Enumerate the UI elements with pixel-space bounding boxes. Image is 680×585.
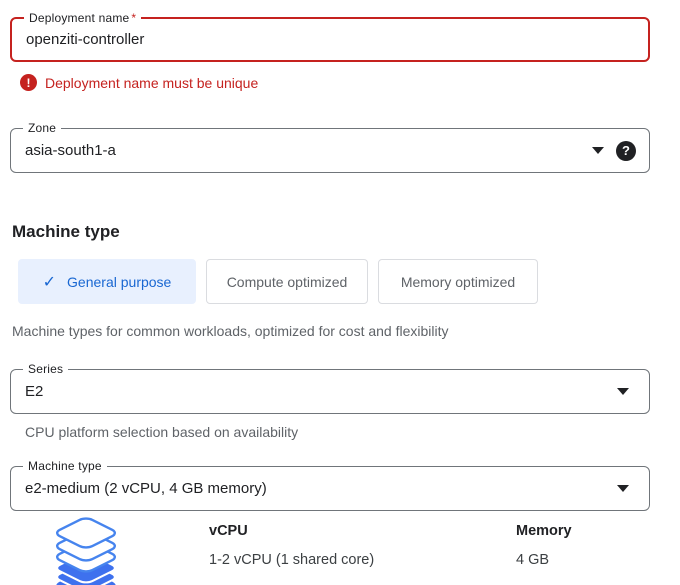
deployment-config-form: Deployment name* ! Deployment name must … [0, 10, 680, 585]
machine-type-value: e2-medium (2 vCPU, 4 GB memory) [25, 480, 267, 497]
error-icon: ! [20, 74, 37, 91]
vcpu-value: 1-2 vCPU (1 shared core) [209, 552, 375, 568]
deployment-name-label: Deployment name* [24, 10, 142, 26]
tab-memory-optimized[interactable]: Memory optimized [378, 259, 538, 304]
deployment-name-field[interactable]: Deployment name* [10, 10, 650, 62]
tab-general-purpose-label: General purpose [67, 273, 172, 290]
tab-compute-optimized[interactable]: Compute optimized [206, 259, 368, 304]
tab-general-purpose[interactable]: ✓ General purpose [18, 259, 196, 304]
vcpu-header: vCPU [209, 523, 248, 539]
series-label: Series [23, 361, 69, 377]
tab-memory-optimized-label: Memory optimized [400, 273, 516, 290]
error-message-text: Deployment name must be unique [45, 74, 259, 91]
vcpu-spec: vCPU 1-2 vCPU (1 shared core) [209, 523, 374, 568]
series-stack-icon [52, 515, 122, 585]
memory-value: 4 GB [516, 552, 550, 568]
machine-specs-row: vCPU 1-2 vCPU (1 shared core) Memory 4 G… [10, 515, 680, 585]
tab-compute-optimized-label: Compute optimized [226, 273, 348, 290]
required-asterisk: * [131, 11, 137, 25]
zone-value: asia-south1-a [25, 142, 116, 159]
deployment-name-error: ! Deployment name must be unique [20, 74, 680, 91]
machine-type-select[interactable]: Machine type e2-medium (2 vCPU, 4 GB mem… [10, 458, 650, 511]
machine-type-heading: Machine type [12, 222, 120, 241]
zone-select[interactable]: Zone asia-south1-a ? [10, 120, 650, 173]
series-helper-text: CPU platform selection based on availabi… [25, 424, 299, 440]
chevron-down-icon [617, 485, 629, 492]
check-icon: ✓ [42, 273, 57, 291]
deployment-name-label-text: Deployment name [29, 11, 130, 25]
chevron-down-icon [617, 388, 629, 395]
zone-label: Zone [23, 120, 62, 136]
series-select[interactable]: Series E2 [10, 361, 650, 414]
help-icon[interactable]: ? [616, 140, 636, 161]
series-value: E2 [25, 383, 44, 400]
machine-type-label: Machine type [23, 458, 107, 474]
chevron-down-icon [592, 147, 604, 154]
machine-family-tabs: ✓ General purpose Compute optimized Memo… [18, 259, 680, 304]
machine-type-description: Machine types for common workloads, opti… [12, 323, 449, 339]
memory-spec: Memory 4 GB [516, 523, 572, 568]
memory-header: Memory [516, 523, 572, 539]
